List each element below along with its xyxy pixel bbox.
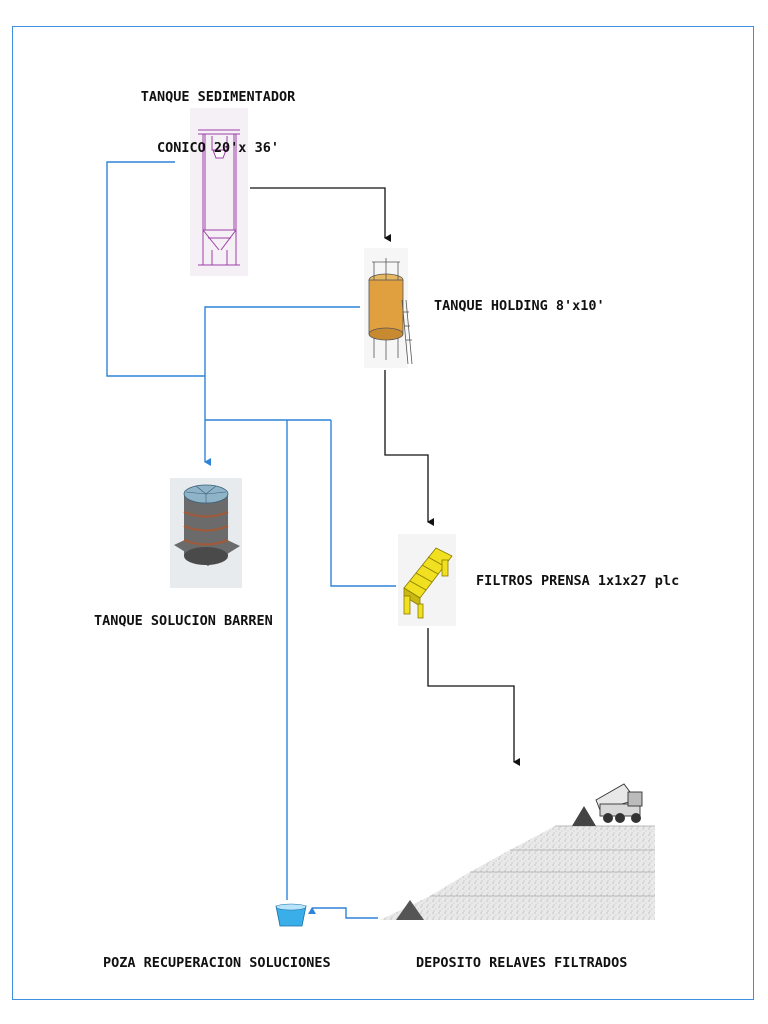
label-deposito: DEPOSITO RELAVES FILTRADOS [416,955,628,971]
dump-truck-icon [595,783,643,823]
label-filtros: FILTROS PRENSA 1x1x27 plc [476,573,680,589]
filtered-tailings-deposit-icon [380,806,655,920]
conical-settling-tank-icon [190,108,248,276]
label-poza: POZA RECUPERACION SOLUCIONES [103,955,331,971]
filter-press-icon [398,534,456,626]
recovery-pond-icon [275,903,307,927]
holding-tank-icon [364,248,413,368]
diagram-frame [12,26,754,1000]
line-filter-to-deposit [427,628,520,766]
line-holding-overflow [204,306,360,420]
label-holding: TANQUE HOLDING 8'x10' [434,298,605,314]
label-sedimentador: TANQUE SEDIMENTADOR CONICO 20'x 36' [118,55,318,174]
line-deposit-to-pond [308,907,378,919]
label-sedimentador-line1: TANQUE SEDIMENTADOR [140,89,296,105]
line-sedimentador-overflow [106,161,205,377]
barren-solution-tank-icon [170,478,242,588]
solution-lines [106,161,396,919]
label-barren: TANQUE SOLUCION BARREN [94,613,273,629]
line-holding-to-filter [384,370,434,526]
label-sedimentador-line2: CONICO 20'x 36' [157,140,279,156]
line-filter-filtrate [330,420,396,587]
line-sed-to-holding [250,187,391,242]
solids-lines [250,187,520,766]
